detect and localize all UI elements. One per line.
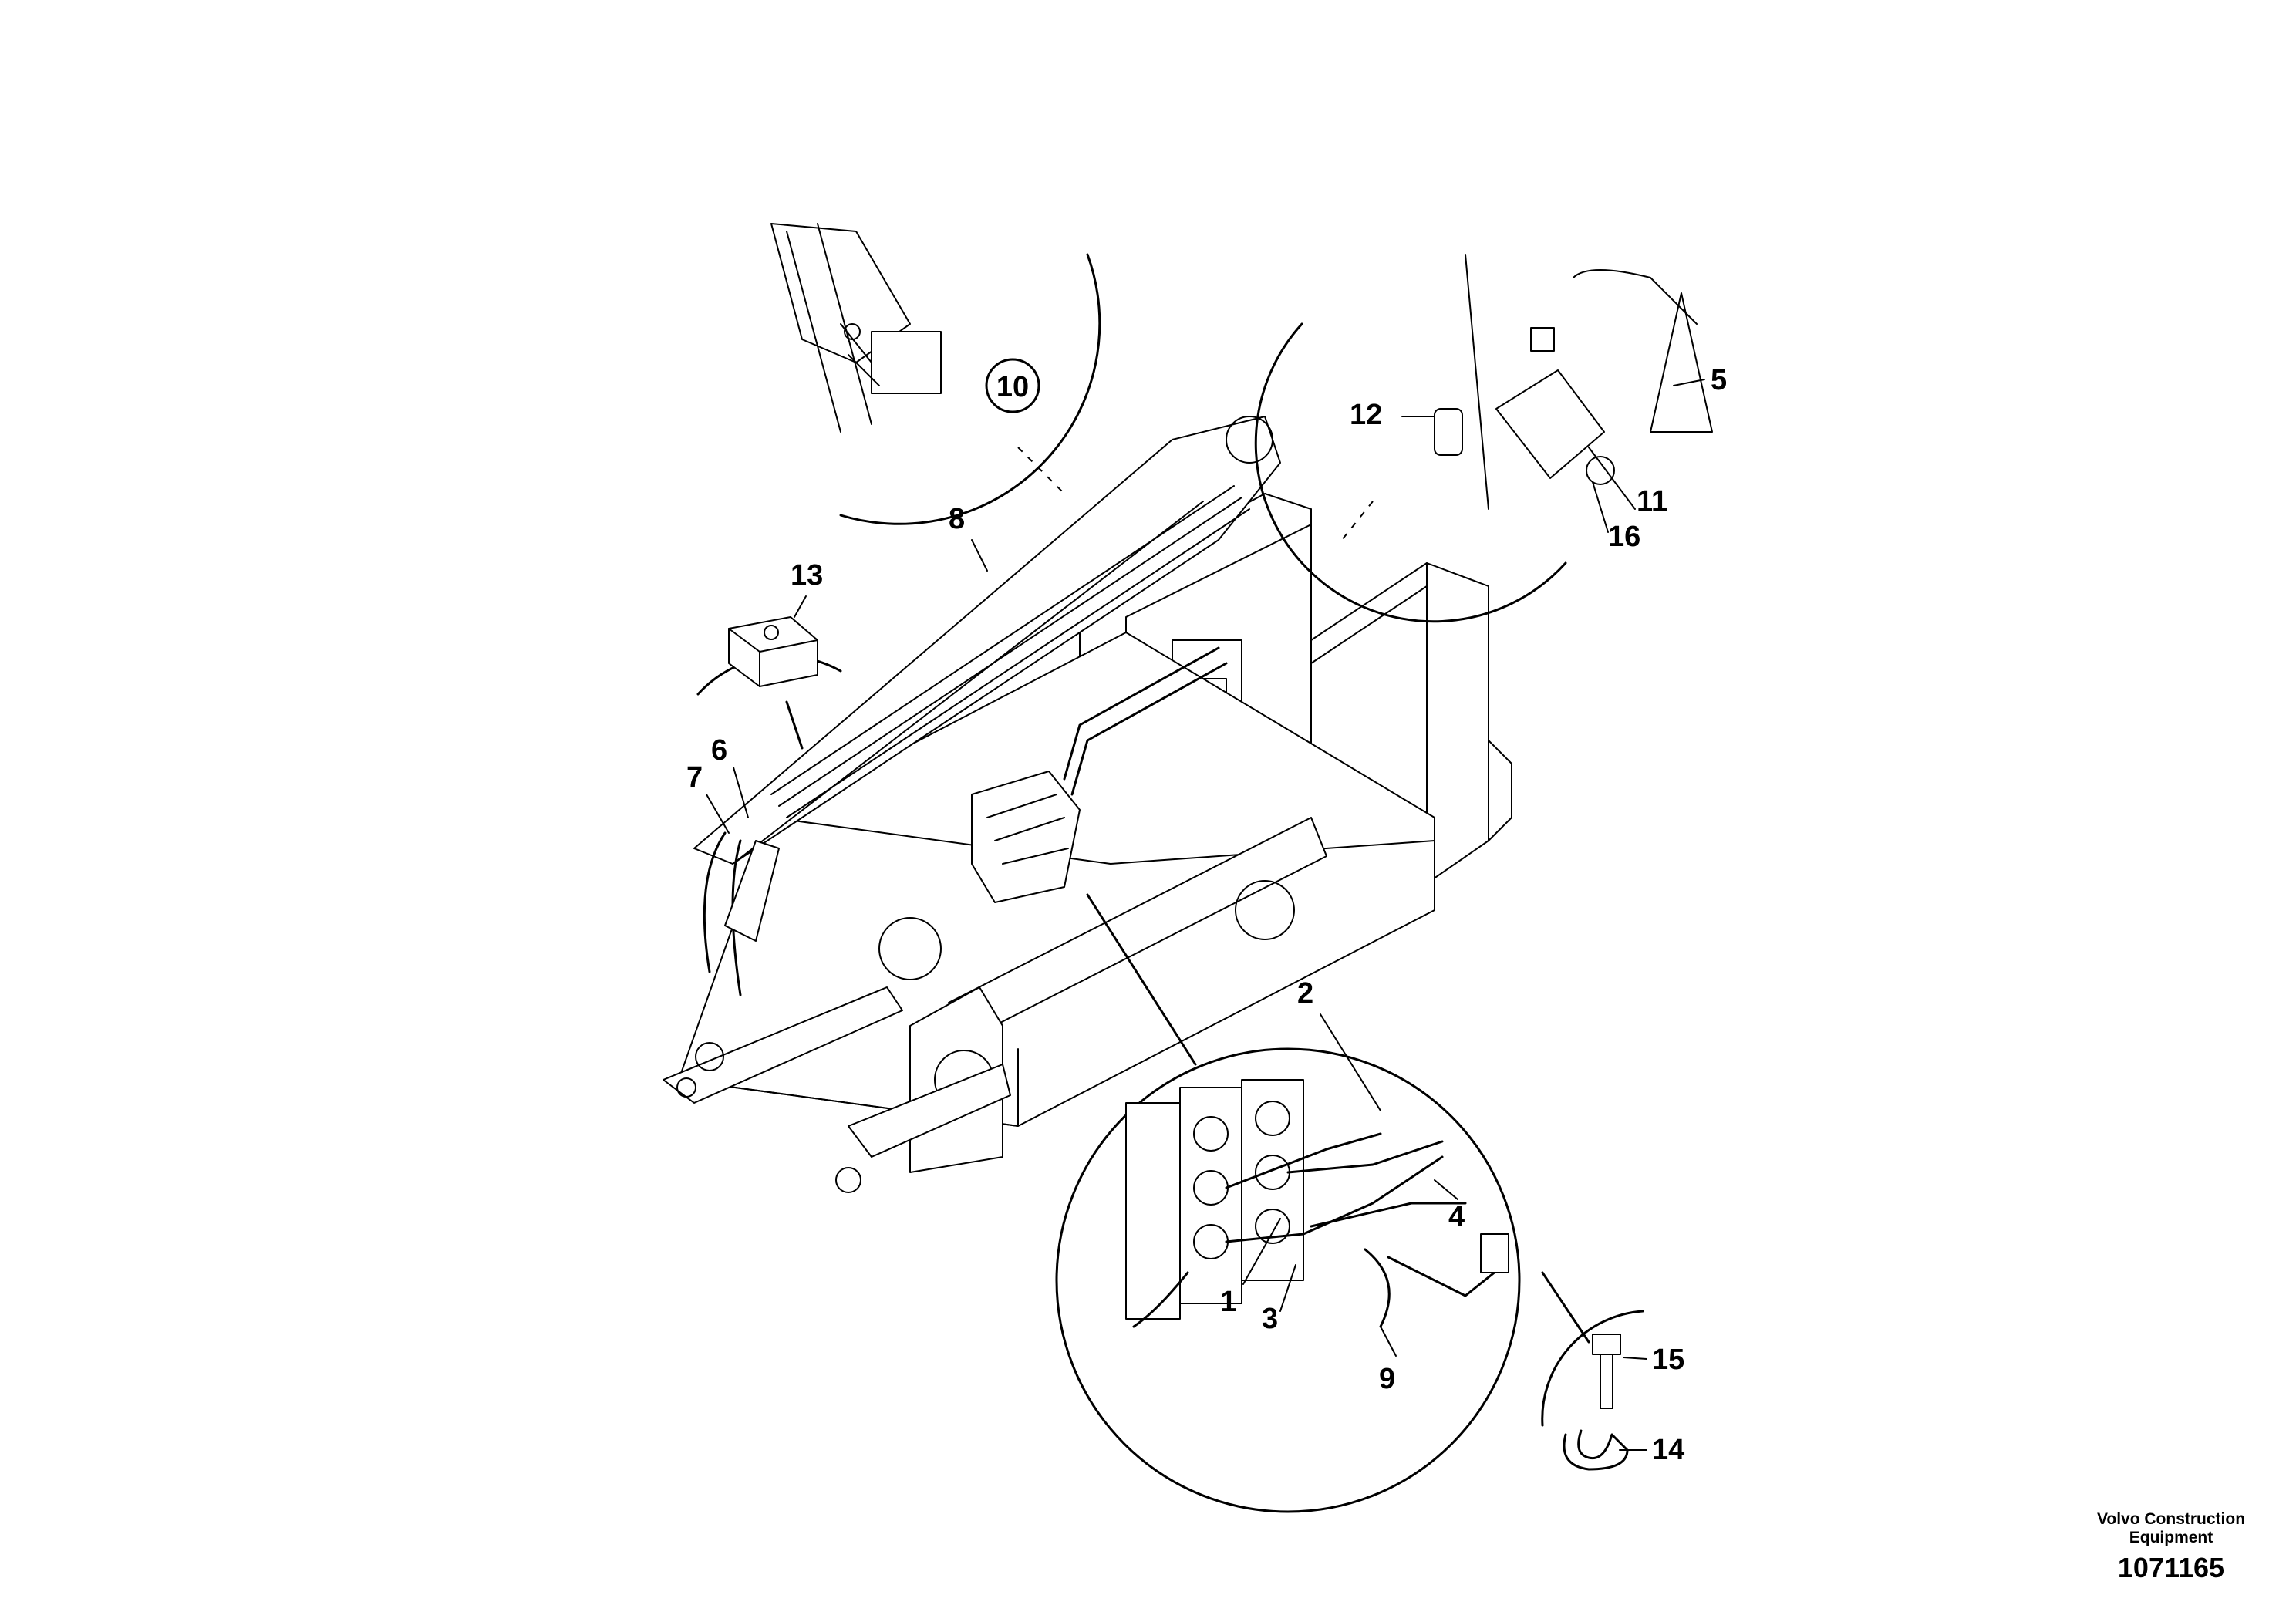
callout-13: 13 [791,559,823,592]
leader-lines [706,379,1705,1451]
leader-7 [706,794,730,834]
leader-16 [1592,481,1609,533]
leader-5 [1673,379,1705,386]
callout-9: 9 [1379,1363,1395,1395]
figure-number: 1071165 [2117,1552,2225,1583]
leader-1 [1242,1218,1281,1285]
callout-7: 7 [686,761,703,794]
callout-10-badge: 10 [985,358,1040,413]
callout-10: 10 [996,371,1029,403]
callout-12: 12 [1350,399,1382,431]
manufacturer-caption: Volvo Construction Equipment [2075,1510,2267,1547]
callout-14: 14 [1652,1434,1684,1466]
callout-5: 5 [1711,364,1727,396]
detail-view-right [1254,254,1713,623]
callout-8: 8 [949,503,965,535]
leader-13 [794,595,807,618]
leader-6 [733,767,749,818]
callout-1: 1 [1220,1286,1236,1318]
leader-4 [1434,1179,1458,1200]
callout-11: 11 [1637,485,1667,518]
detail-view-valves [1055,1047,1590,1513]
callout-6: 6 [711,734,727,767]
callout-16: 16 [1608,521,1640,553]
callout-4: 4 [1448,1201,1465,1233]
callout-3: 3 [1262,1303,1278,1335]
detail-view-top [770,223,1101,525]
leader-9 [1380,1326,1397,1357]
leader-15 [1623,1357,1647,1360]
callout-labels: 1 2 3 4 5 6 7 8 9 10 11 12 13 14 15 16 [686,358,1727,1466]
detail-view-bolt [1541,1310,1644,1471]
manufacturer-line1: Volvo Construction [2096,1510,2246,1528]
callout-15: 15 [1652,1344,1684,1376]
manufacturer-line2: Equipment [2129,1529,2213,1546]
leader-3 [1279,1264,1296,1312]
leader-11 [1588,447,1636,510]
callout-2: 2 [1297,977,1313,1010]
machine-frame [663,416,1512,1193]
leader-2 [1320,1013,1381,1111]
leader-8 [971,539,988,572]
detail-view-clamp [696,616,842,750]
